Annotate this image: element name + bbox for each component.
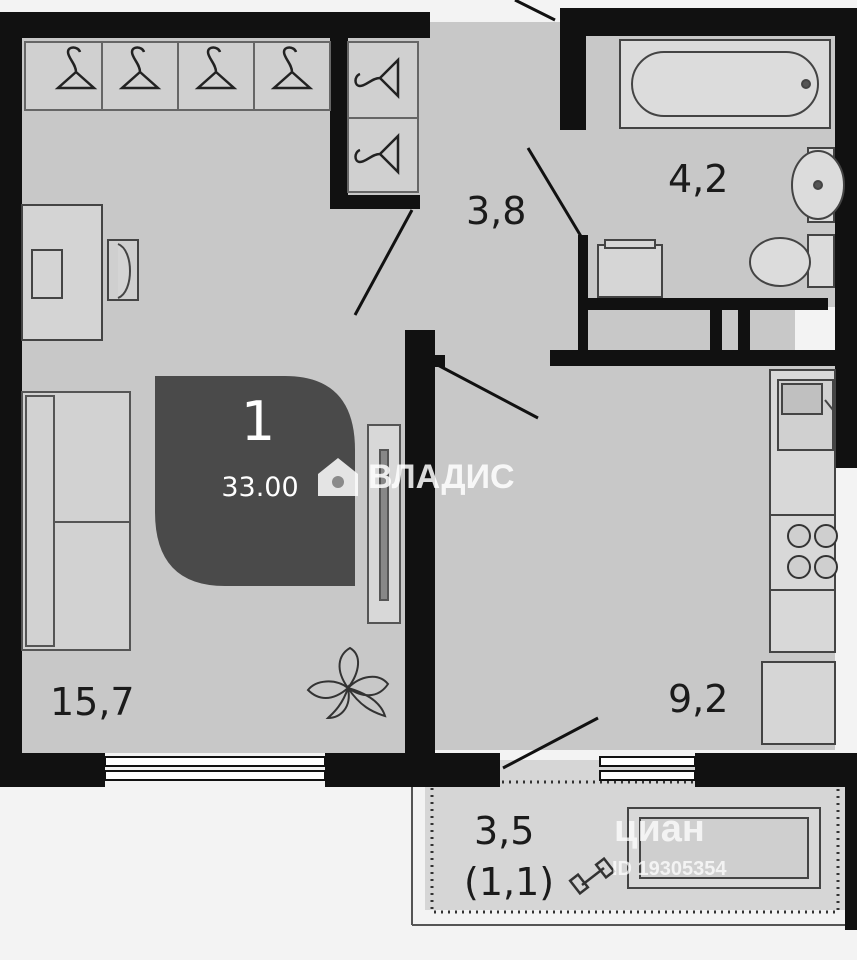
vladis-watermark: ВЛАДИС — [368, 458, 515, 496]
hallway-area-label: 3,8 — [466, 189, 527, 233]
washer-cabinet — [597, 239, 663, 298]
balcony-reduced-area-label: (1,1) — [464, 860, 555, 904]
cian-watermark: циан — [614, 808, 705, 850]
kitchen-counter — [769, 369, 836, 653]
balcony-furniture — [627, 807, 821, 889]
kitchen-area-label: 9,2 — [668, 677, 729, 721]
hanger-icon — [54, 46, 400, 176]
windows — [104, 756, 696, 781]
desk — [21, 204, 139, 341]
stove-burners — [787, 524, 838, 579]
fridge — [761, 661, 836, 745]
toilet — [749, 234, 835, 288]
wardrobe — [24, 41, 419, 193]
sofa — [21, 391, 131, 651]
room-count-badge — [155, 376, 355, 586]
door-swings — [353, 0, 599, 770]
room-count-label: 1 — [240, 390, 276, 453]
cian-id-watermark: ID 19305354 — [612, 858, 727, 880]
sink — [791, 147, 845, 223]
living-room-area-label: 15,7 — [50, 680, 135, 724]
balcony-outline — [430, 780, 840, 914]
bathtub — [619, 39, 831, 129]
plant-icon — [306, 646, 390, 720]
vladis-logo-icon — [318, 458, 358, 496]
bathroom-area-label: 4,2 — [668, 157, 729, 201]
tv-stand — [367, 424, 401, 624]
total-area-label: 33.00 — [221, 472, 299, 503]
dumbbell-icon — [568, 856, 616, 896]
walls — [0, 8, 857, 930]
balcony-area-label: 3,5 — [474, 809, 535, 853]
